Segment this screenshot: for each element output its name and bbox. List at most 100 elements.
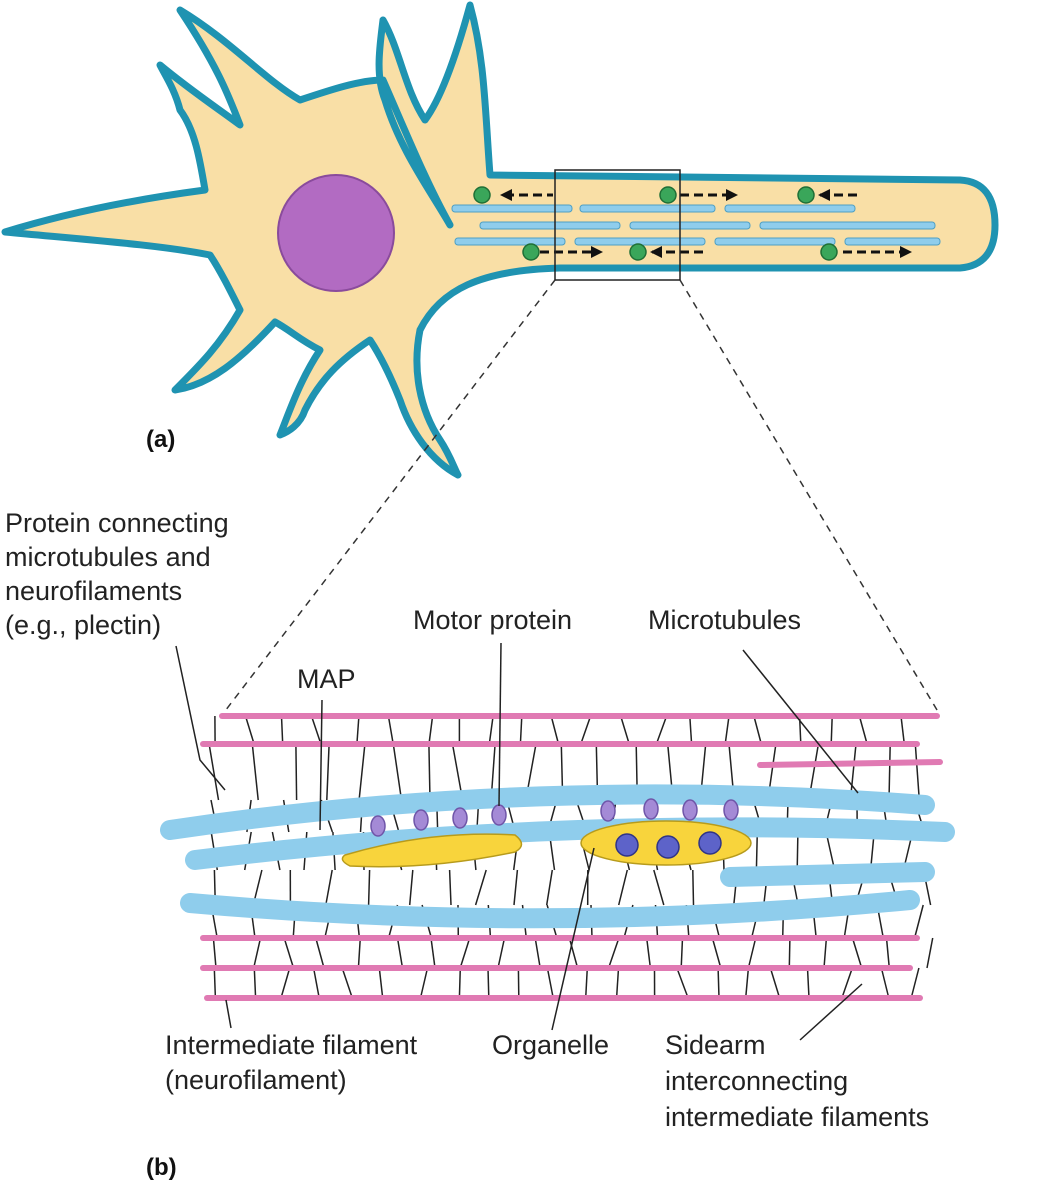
organelle-right: [580, 798, 752, 866]
motor-protein: [600, 800, 616, 822]
sidearm-link: [283, 937, 295, 969]
sidearm-link: [788, 937, 791, 969]
sidearm-link: [310, 715, 322, 745]
elongated-organelle: [341, 833, 523, 868]
sidearm-link: [213, 967, 217, 999]
sidearm-link: [926, 937, 934, 969]
transport-vesicles: [473, 186, 838, 261]
leader-intermediate-filament: [225, 999, 232, 1029]
motor-proteins-right: [600, 798, 739, 822]
sidearm-link: [459, 937, 471, 969]
leader-motor-protein: [498, 642, 502, 807]
sidearm-link: [497, 937, 506, 969]
motor-protein: [682, 799, 698, 821]
sidearm-link: [858, 715, 868, 745]
neurofilaments-bottom: [200, 935, 923, 1001]
sidearm-link: [367, 869, 371, 906]
neuron-cell: [1, 1, 999, 479]
sidearm-link: [653, 869, 665, 906]
sidearm-link: [851, 937, 863, 969]
sidearm-link: [430, 937, 436, 969]
sidearm-link: [910, 967, 920, 999]
microtubule: [720, 862, 935, 887]
sidearm-link: [488, 715, 494, 745]
motor-proteins-left: [370, 804, 507, 837]
sidearm-link: [356, 715, 360, 745]
sidearm-link: [280, 967, 291, 999]
motor-protein: [643, 798, 659, 820]
sidearm-link: [378, 967, 384, 999]
sidearm-link: [692, 869, 695, 906]
motor-protein: [491, 804, 507, 826]
sidearm-link: [830, 715, 833, 745]
leader-protein-connecting: [175, 645, 226, 791]
sidearm-link: [615, 967, 620, 999]
axon-microtubules: [451, 204, 941, 246]
motor-protein: [413, 809, 429, 831]
sidearm-link: [253, 967, 257, 999]
sidearm-link: [655, 715, 668, 745]
label-sidearm: Sidearm interconnecting intermediate fil…: [665, 1030, 929, 1132]
sidearm-link: [900, 715, 906, 745]
zoom-lines: [221, 279, 941, 716]
sidearm-link: [251, 743, 259, 801]
sidearm-link: [717, 967, 720, 999]
sidearm-link: [680, 937, 684, 969]
panel-b-label: (b): [146, 1154, 177, 1181]
motor-protein: [723, 799, 739, 821]
sidearm-link: [755, 831, 759, 871]
sidearm-link: [841, 967, 854, 999]
sidearm-link: [607, 937, 620, 969]
nucleus: [277, 174, 395, 292]
sidearm-link: [617, 869, 629, 906]
sidearm-link: [769, 967, 781, 999]
sidearm-link: [295, 743, 298, 801]
leader-lines: [175, 642, 863, 1041]
sidearm-link: [913, 904, 924, 939]
sidearm-link: [880, 967, 890, 999]
sidearm-link: [208, 743, 220, 801]
neurofilament: [757, 759, 943, 768]
sidearm-link: [744, 967, 750, 999]
sidearm-link: [428, 715, 434, 745]
sidearm-link: [914, 743, 921, 801]
organelle-cores: [615, 831, 722, 859]
sidearm-link: [474, 869, 487, 906]
sidearm-link: [724, 715, 730, 745]
sidearm-link: [619, 715, 630, 745]
panel-a-label: (a): [146, 426, 175, 453]
microtubule: [180, 890, 920, 929]
motor-protein: [452, 807, 468, 829]
label-motor-protein: Motor protein: [413, 605, 572, 635]
organelle-left: [341, 804, 523, 868]
microtubules-detail: [160, 784, 955, 929]
sidearm-link: [546, 967, 554, 999]
sidearm-link: [448, 869, 452, 906]
sidearm-link: [825, 831, 836, 871]
label-protein-connecting: Protein connecting microtubules and neur…: [5, 508, 236, 640]
sidearm-link: [458, 967, 462, 999]
sidearm-link: [806, 967, 810, 999]
sidearm-link: [645, 937, 652, 969]
sidearm-link: [387, 715, 394, 745]
sidearm-link: [550, 715, 560, 745]
leader-map: [319, 699, 323, 831]
sidearm-link: [711, 937, 722, 969]
sidearm-link: [796, 831, 799, 871]
sidearm-link: [545, 869, 554, 906]
sidearm-link: [396, 937, 404, 969]
sidearm-link: [823, 937, 828, 969]
sidearms: [208, 715, 934, 999]
sidearm-link: [408, 869, 414, 906]
sidearm-link: [244, 715, 255, 745]
label-microtubules: Microtubules: [648, 605, 801, 635]
leader-organelle: [551, 847, 595, 1031]
sidearm-link: [888, 743, 891, 801]
microtubule: [185, 817, 955, 870]
sidearm-link: [341, 967, 354, 999]
sidearm-link: [325, 869, 333, 906]
sidearm-link: [487, 967, 490, 999]
sidearm-link: [584, 967, 589, 999]
sidearm-link: [753, 715, 763, 745]
